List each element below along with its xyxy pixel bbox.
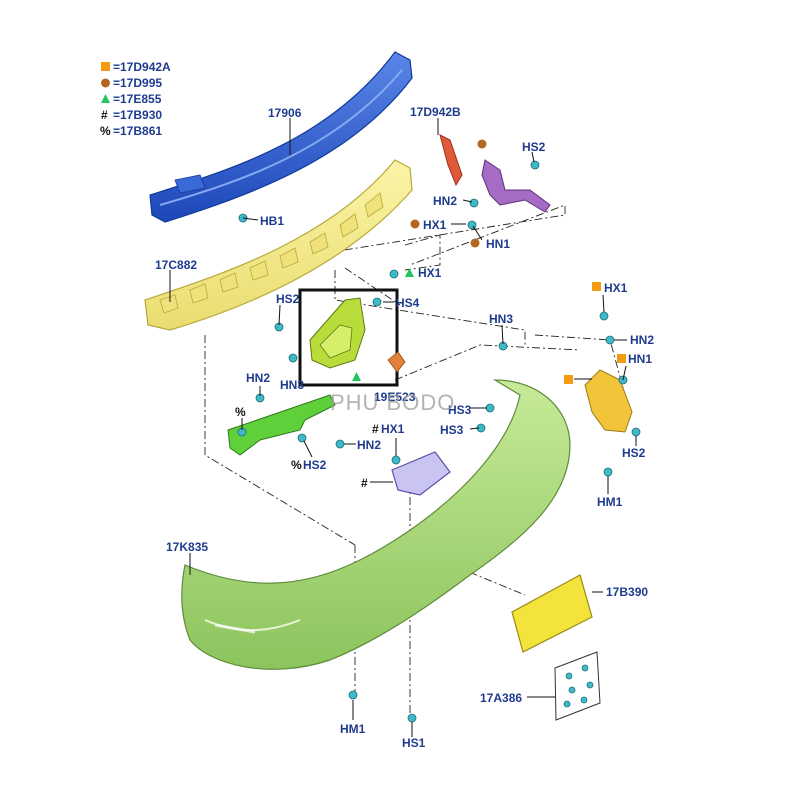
frame-lavender (391, 451, 451, 496)
fascia-17k835 (181, 379, 571, 670)
legend-text-3: =17E855 (113, 92, 162, 106)
label-hs3-a: HS3 (448, 403, 472, 417)
fastener-icon (389, 269, 399, 279)
fastener-icon (297, 433, 307, 443)
label-hx1-mid: HX1 (418, 266, 442, 280)
label-hs2-top: HS2 (522, 140, 546, 154)
label-hm1-bottom: HM1 (340, 722, 366, 736)
circle-marker-icon (477, 139, 487, 149)
plate-17b390 (511, 574, 593, 653)
reinforcement-17906 (149, 51, 413, 223)
label-hb1: HB1 (260, 214, 284, 228)
bracket-right-yellow (584, 369, 633, 433)
hash-symbol-b: # (361, 476, 368, 490)
circle-marker-icon (410, 219, 420, 229)
legend: =17D942A =17D995 =17E855 # =17B930 % =17… (100, 60, 171, 138)
highlight-box (298, 288, 399, 387)
label-hx1-right: HX1 (604, 281, 628, 295)
absorber-17c882 (144, 159, 413, 331)
label-hs2-mid: HS2 (276, 292, 300, 306)
label-hn2-center: HN2 (357, 438, 381, 452)
label-fascia: 17K835 (166, 540, 208, 554)
label-hs1: HS1 (402, 736, 426, 750)
label-part-19e523: 19E523 (374, 390, 416, 404)
bracket-17d942b (439, 134, 463, 187)
diagram-markers (352, 139, 626, 384)
label-hn1-right: HN1 (628, 352, 652, 366)
legend-triangle-icon (101, 94, 110, 103)
highlighted-part-19e523 (309, 297, 366, 369)
bracket-rail-green (227, 394, 336, 456)
fastener-icon (407, 713, 417, 723)
label-hs3-b: HS3 (440, 423, 464, 437)
leader-lines (169, 118, 637, 737)
label-fastener-kit: 17A386 (480, 691, 522, 705)
circle-marker-icon (470, 238, 480, 248)
label-hx1-center: HX1 (381, 422, 405, 436)
label-hn2-right: HN2 (630, 333, 654, 347)
fastener-icon (631, 427, 641, 437)
triangle-marker-icon (352, 372, 361, 381)
legend-text-4: =17B930 (113, 108, 162, 122)
label-hn1-top: HN1 (486, 237, 510, 251)
fastener-icon (348, 690, 358, 700)
label-hm1-right: HM1 (597, 495, 623, 509)
legend-text-5: =17B861 (113, 124, 162, 138)
legend-circle-icon (101, 78, 110, 88)
fastener-icon (485, 403, 495, 413)
part-labels: 17906 17D942B HS2 HB1 HN2 HX1 HN1 17C882… (155, 105, 654, 750)
label-hs4: HS4 (396, 296, 420, 310)
watermark: PHU BODO (330, 390, 455, 415)
label-hx1-top: HX1 (423, 218, 447, 232)
hash-symbol-a: # (372, 422, 379, 436)
square-marker-icon (564, 375, 573, 384)
symbol-annotations: % % # # (235, 405, 379, 490)
fastener-icon (467, 220, 477, 230)
legend-text-2: =17D995 (113, 76, 162, 90)
label-hn3-right: HN3 (489, 312, 513, 326)
fastener-icon (335, 439, 345, 449)
label-bracket-17d942b: 17D942B (410, 105, 461, 119)
triangle-marker-icon (405, 268, 414, 277)
legend-hash-symbol: # (101, 108, 108, 122)
legend-square-icon (101, 62, 110, 71)
percent-symbol-a: % (235, 405, 246, 419)
percent-symbol-b: % (291, 458, 302, 472)
fastener-icon (288, 353, 298, 363)
legend-percent-symbol: % (100, 124, 111, 138)
fastener-icon (599, 311, 609, 321)
label-absorber: 17C882 (155, 258, 197, 272)
fastener-icon (603, 467, 613, 477)
label-reinforcement: 17906 (268, 106, 302, 120)
square-marker-icon (617, 354, 626, 363)
fastener-icon (530, 160, 540, 170)
fastener-icon (605, 335, 615, 345)
label-hn3-left: HN3 (280, 378, 304, 392)
fastener-icon (469, 198, 479, 208)
label-hs2-right: HS2 (622, 446, 646, 460)
label-hn2-left: HN2 (246, 371, 270, 385)
fastener-kit-17a386 (554, 651, 601, 721)
square-marker-icon (592, 282, 601, 291)
bracket-purple (481, 159, 551, 213)
fastener-icon (391, 455, 401, 465)
fastener-icon (372, 297, 382, 307)
part-19e523-icon (387, 351, 406, 373)
legend-text-1: =17D942A (113, 60, 171, 74)
label-plate: 17B390 (606, 585, 648, 599)
label-hn2-top: HN2 (433, 194, 457, 208)
label-hs2-bottom: HS2 (303, 458, 327, 472)
